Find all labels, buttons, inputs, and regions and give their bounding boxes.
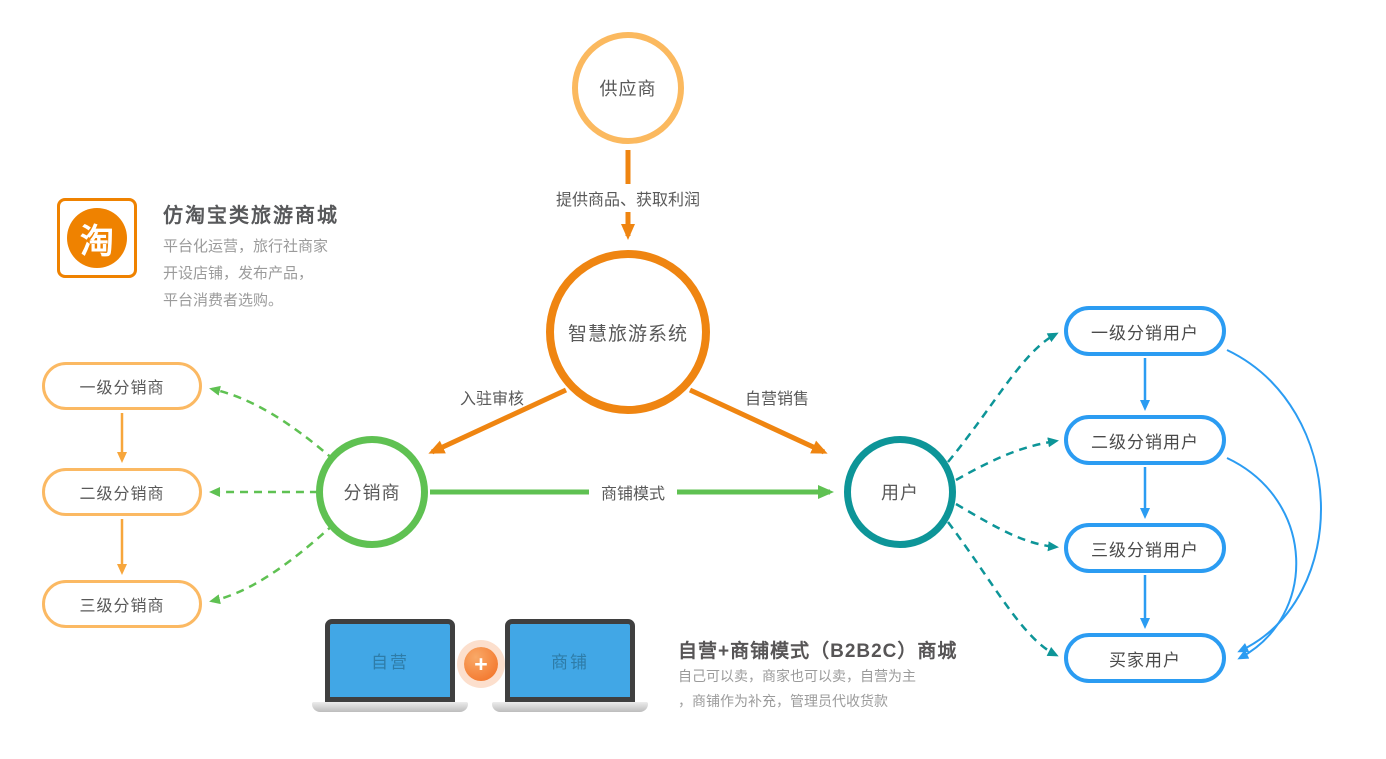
laptop-shop-label: 商铺 xyxy=(551,653,589,672)
distributor-node: 分销商 xyxy=(316,436,428,548)
intro-desc-line2: 开设店铺，发布产品， xyxy=(163,265,314,282)
user-node-label: 用户 xyxy=(881,483,919,503)
supplier-node-label: 供应商 xyxy=(599,79,657,99)
edge-label-shop-mode: 商铺模式 xyxy=(588,478,678,506)
smart-travel-system-node: 智慧旅游系统 xyxy=(546,250,710,414)
buyer-user-box: 买家用户 xyxy=(1064,633,1226,683)
arrow-system-to-user xyxy=(688,387,828,455)
laptop-shop-base xyxy=(492,702,648,712)
edge-label-self-sale: 自营销售 xyxy=(744,391,810,408)
laptop-self-operated-screen: 自营 xyxy=(325,619,455,702)
dashed-user-to-buyer xyxy=(946,521,1059,657)
laptop-self-operated-icon: 自营 xyxy=(312,619,468,714)
b2b2c-title: 自营+商铺模式（B2B2C）商城 xyxy=(678,641,958,662)
laptop-self-operated-label: 自营 xyxy=(371,653,409,672)
smart-travel-system-label: 智慧旅游系统 xyxy=(567,323,688,345)
laptop-shop-screen: 商铺 xyxy=(505,619,635,702)
curve-user1-to-buyer xyxy=(1226,349,1322,653)
level2-user-box: 二级分销用户 xyxy=(1064,415,1226,465)
arrow-system-to-distributor xyxy=(428,387,568,455)
distributor-node-label: 分销商 xyxy=(343,483,401,503)
intro-title: 仿淘宝类旅游商城 xyxy=(163,205,339,227)
curve-user2-to-buyer xyxy=(1226,457,1298,660)
level3-user-box: 三级分销用户 xyxy=(1064,523,1226,573)
laptop-self-operated-base xyxy=(312,702,468,712)
level2-distributor-box: 二级分销商 xyxy=(42,468,202,516)
level3-distributor-box: 三级分销商 xyxy=(42,580,202,628)
supplier-node: 供应商 xyxy=(572,32,684,144)
dashed-distrib-to-level3 xyxy=(209,523,335,605)
b2b2c-description: 自己可以卖，商家也可以卖，自营为主 ，商铺作为补充，管理员代收货款 xyxy=(678,664,916,714)
edge-label-review: 入驻审核 xyxy=(459,391,525,408)
intro-desc-line1: 平台化运营，旅行社商家 xyxy=(163,238,329,255)
dashed-user-to-user1 xyxy=(947,332,1059,463)
b2b2c-desc-line1: 自己可以卖，商家也可以卖，自营为主 xyxy=(678,668,916,684)
intro-description: 平台化运营，旅行社商家 开设店铺，发布产品， 平台消费者选购。 xyxy=(163,233,328,314)
taobao-logo-icon: 淘 xyxy=(67,208,127,268)
edge-label-supply: 提供商品、获取利润 xyxy=(549,184,707,212)
user-node: 用户 xyxy=(844,436,956,548)
plus-icon: + xyxy=(464,647,498,681)
level1-distributor-box: 一级分销商 xyxy=(42,362,202,410)
dashed-user-to-user2 xyxy=(955,437,1059,482)
dashed-user-to-user3 xyxy=(955,502,1059,552)
laptop-shop-icon: 商铺 xyxy=(492,619,648,714)
taobao-logo: 淘 xyxy=(57,198,137,278)
b2b2c-desc-line2: ，商铺作为补充，管理员代收货款 xyxy=(678,693,888,709)
dashed-distrib-to-level1 xyxy=(209,385,335,461)
level1-user-box: 一级分销用户 xyxy=(1064,306,1226,356)
intro-desc-line3: 平台消费者选购。 xyxy=(163,292,284,309)
